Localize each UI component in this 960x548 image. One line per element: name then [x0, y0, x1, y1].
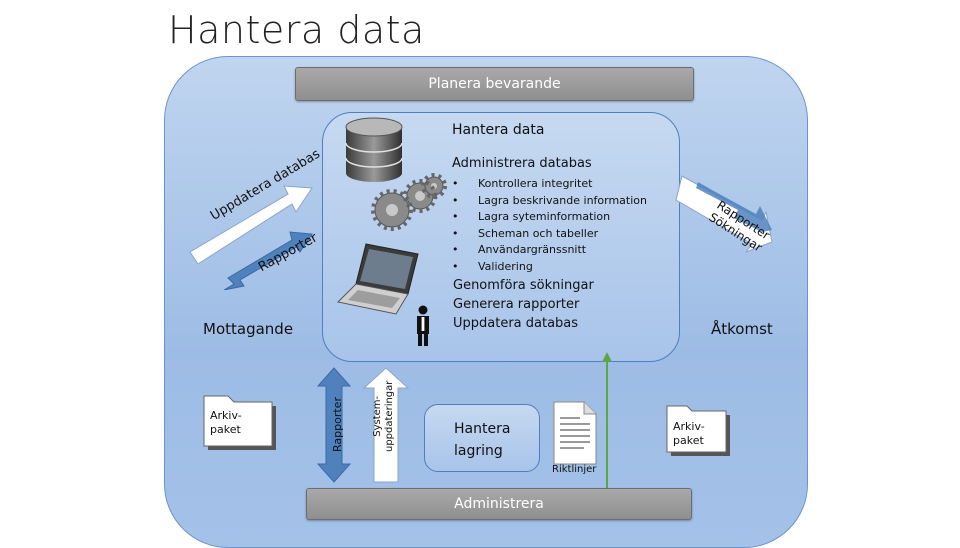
atkomst-label[interactable]: Åtkomst — [711, 320, 773, 338]
mottagande-label[interactable]: Mottagande — [203, 320, 294, 338]
bullet-item: Användargränssnitt — [452, 242, 647, 259]
document-icon — [553, 401, 597, 465]
laptop-icon — [336, 243, 419, 315]
bullet-item: Scheman och tabeller — [452, 226, 647, 243]
planera-bevarande-bar[interactable]: Planera bevarande — [295, 67, 694, 101]
admin-db-heading: Administrera databas — [452, 156, 592, 171]
rapporter-vertical-label: Rapporter — [331, 397, 344, 452]
folder-icon — [666, 405, 730, 456]
bullet-item: Validering — [452, 259, 647, 276]
system-update-arrow — [362, 367, 410, 483]
inner-title: Hantera data — [452, 122, 545, 138]
green-arrow — [602, 352, 612, 490]
riktlinjer-label: Riktlinjer — [552, 464, 597, 475]
system-vertical-label: System- uppdateringar — [372, 380, 395, 452]
admin-db-bullets: Kontrollera integritet Lagra beskrivande… — [452, 176, 647, 276]
extra-line: Genomföra sökningar — [453, 278, 594, 293]
administrera-bar[interactable]: Administrera — [306, 488, 692, 520]
database-icon — [345, 117, 403, 182]
bullet-item: Kontrollera integritet — [452, 176, 647, 193]
bullet-item: Lagra syteminformation — [452, 209, 647, 226]
left-folder-label: Arkiv- paket — [210, 409, 242, 436]
extra-line: Generera rapporter — [453, 297, 580, 312]
right-arrows — [675, 175, 773, 254]
extra-line: Uppdatera databas — [453, 316, 579, 331]
administrera-label: Administrera — [454, 496, 544, 512]
page-title: Hantera data — [168, 8, 425, 52]
bullet-item: Lagra beskrivande information — [452, 193, 647, 210]
person-icon — [417, 305, 429, 346]
gears-icon — [371, 173, 447, 231]
rapporter-double-arrow — [316, 367, 352, 483]
right-folder-label: Arkiv- paket — [673, 420, 705, 447]
hantera-lagring-label: Hantera lagring — [454, 421, 511, 459]
left-arrows — [189, 185, 313, 290]
admin-db-extra: Genomföra sökningar Generera rapporter U… — [453, 276, 594, 333]
planera-bevarande-label: Planera bevarande — [428, 76, 561, 92]
folder-icon — [203, 395, 276, 450]
hantera-lagring-box[interactable] — [424, 404, 540, 472]
